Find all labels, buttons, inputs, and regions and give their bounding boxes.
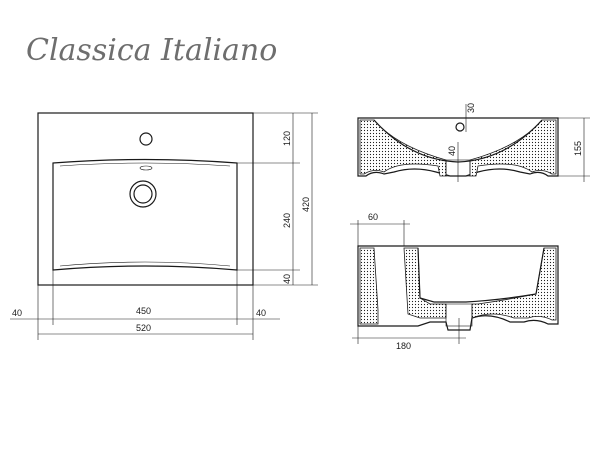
front-section-view: 30 155 40 [357, 103, 590, 182]
depth-dimensions: 120 240 40 420 [237, 112, 318, 286]
front-left-wall [359, 119, 447, 177]
dim-drain-drop: 40 [447, 146, 457, 156]
dim-right-edge: 40 [256, 308, 266, 318]
basin-back-edge [59, 162, 231, 167]
dim-overall-depth: 420 [301, 197, 311, 212]
dim-left-edge: 40 [12, 308, 22, 318]
sink-outline [37, 112, 254, 286]
basin-front-edge [59, 261, 231, 267]
dim-tap-zone: 120 [282, 131, 292, 146]
side-front-wall [471, 247, 557, 321]
side-back-wall [359, 247, 379, 325]
side-inner-wall [403, 247, 447, 319]
drain-hole-outer [129, 180, 157, 208]
dim-front-height: 155 [573, 141, 583, 156]
front-right-wall [469, 119, 557, 177]
overflow-slot [139, 165, 153, 171]
drain-hole-inner [133, 184, 153, 204]
dim-basin-width: 450 [136, 306, 151, 316]
dim-overall-width: 520 [136, 323, 151, 333]
dim-basin-depth: 240 [282, 213, 292, 228]
basin-outline [52, 158, 238, 271]
width-dimensions: 40 450 40 520 [10, 270, 280, 340]
tap-hole [139, 132, 153, 146]
side-section-outline [357, 245, 559, 331]
dim-front-edge: 40 [282, 274, 292, 284]
side-section-view: 60 180 [350, 212, 559, 351]
brand-logo: Classica Italiano [26, 33, 277, 68]
dim-drain-offset: 180 [396, 341, 411, 351]
dim-rim: 60 [368, 212, 378, 222]
front-tap-hole [455, 122, 465, 132]
top-view: 40 450 40 520 120 240 40 420 [10, 112, 318, 340]
side-basin-floor [417, 247, 545, 303]
dim-tap-hole: 30 [466, 103, 476, 113]
